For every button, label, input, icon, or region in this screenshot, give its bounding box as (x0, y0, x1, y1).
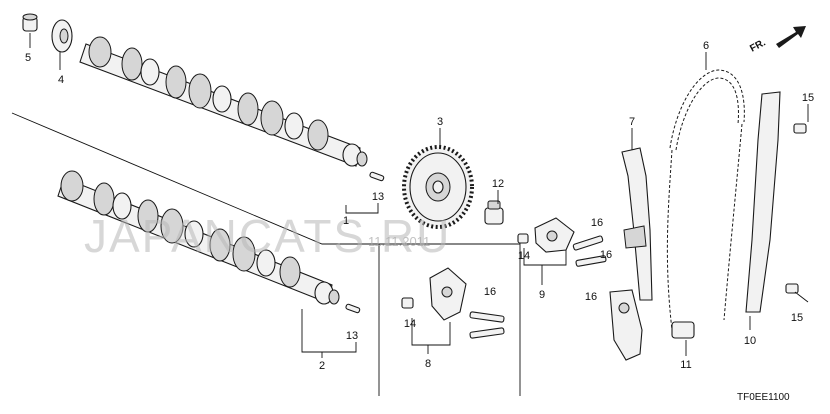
upper-camshaft (79, 36, 368, 167)
part-10-chain-guide (745, 91, 807, 313)
callout-4: 4 (58, 74, 64, 86)
callout-15-lower: 15 (791, 312, 803, 324)
front-direction-arrow: FR. (748, 26, 806, 55)
dowel-pins (345, 171, 385, 314)
callout-15-upper: 15 (802, 92, 814, 104)
callout-8: 8 (425, 358, 431, 370)
part-11-tensioner-arm (609, 289, 695, 361)
callout-10: 10 (744, 335, 756, 347)
callout-1: 1 (343, 215, 349, 227)
callout-14-upper: 14 (518, 250, 530, 262)
watermark-date: 11.11.2011 (368, 234, 430, 249)
part-7-chain-guide (621, 147, 653, 301)
callout-16-d: 16 (484, 286, 496, 298)
callout-5: 5 (25, 52, 31, 64)
part-9-tensioner (517, 217, 607, 267)
part-12-bolt (484, 200, 504, 225)
callout-11: 11 (680, 359, 691, 371)
callout-14-lower: 14 (404, 318, 416, 330)
leader-lines (29, 33, 809, 358)
lower-camshaft (57, 170, 340, 305)
callout-13-lower: 13 (346, 330, 358, 342)
callout-12: 12 (492, 178, 504, 190)
callout-labels: 5 4 3 12 13 1 13 2 6 7 15 15 10 11 14 16… (25, 40, 814, 372)
callout-3: 3 (437, 116, 443, 128)
callout-16-c: 16 (585, 291, 597, 303)
direction-label: FR. (748, 37, 768, 54)
callout-2: 2 (319, 360, 325, 372)
part-5-plug (22, 13, 38, 32)
frame-lines (11, 112, 521, 396)
callout-9: 9 (539, 289, 545, 301)
watermark-text: JAPANCATS.RU (84, 210, 451, 262)
callout-7: 7 (629, 116, 635, 128)
callout-6: 6 (703, 40, 709, 52)
callout-13-upper: 13 (372, 191, 384, 203)
callout-16-b: 16 (600, 249, 612, 261)
part-4-pulser-plate (51, 19, 73, 53)
diagram-code: TF0EE1100 (737, 392, 790, 403)
cam-sprocket (402, 145, 474, 229)
part-6-chain (666, 69, 745, 331)
part-8-tensioner (401, 267, 505, 339)
callout-16-a: 16 (591, 217, 603, 229)
